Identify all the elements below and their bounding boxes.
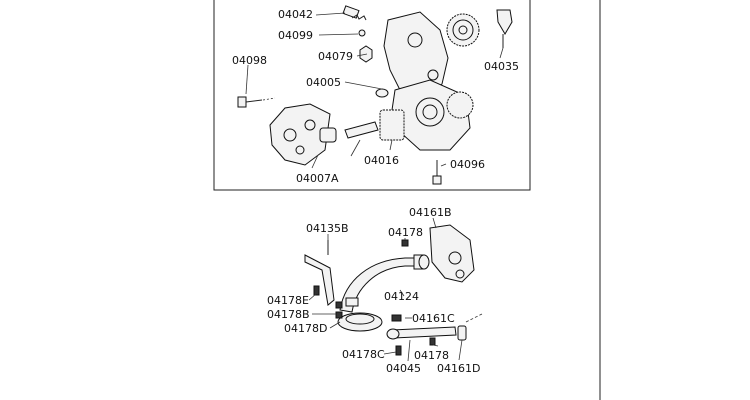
label-04161C: 04161C (412, 312, 455, 325)
label-04035: 04035 (484, 60, 519, 73)
oil-pickup-04161B (418, 224, 475, 283)
label-04135B: 04135B (306, 222, 349, 235)
label-04161B: 04161B (409, 206, 452, 219)
rotor-shaft-04016 (344, 109, 405, 141)
leader-lines-lower (308, 217, 463, 362)
label-04099: 04099 (278, 29, 313, 42)
strainer-bracket-04135B (304, 240, 335, 306)
label-04161D: 04161D (437, 362, 480, 375)
label-04016: 04016 (364, 154, 399, 167)
label-04124: 04124 (384, 290, 419, 303)
oil-tube-04045 (386, 313, 483, 341)
pump-cover-04007A (269, 103, 337, 166)
label-04178D: 04178D (284, 322, 327, 335)
label-04005: 04005 (306, 76, 341, 89)
frame (213, 0, 601, 400)
leader-lines-upper (245, 12, 504, 169)
label-04098: 04098 (232, 54, 267, 67)
label-04178E: 04178E (267, 294, 309, 307)
label-04007A: 04007A (296, 172, 339, 185)
drive-gear (446, 13, 480, 119)
bolt-04098 (237, 96, 276, 108)
label-04178B: 04178B (267, 308, 310, 321)
label-04079: 04079 (318, 50, 353, 63)
drive-shaft (496, 9, 513, 48)
oil-strainer-pipe-04124 (337, 254, 425, 332)
label-04042: 04042 (278, 8, 313, 21)
label-04178-bottom: 04178 (414, 349, 449, 362)
label-04045: 04045 (386, 362, 421, 375)
label-04096: 04096 (450, 158, 485, 171)
bolt-04096 (432, 160, 442, 185)
part-number-labels: 04042 04099 04079 04098 04005 04035 0401… (232, 8, 519, 375)
label-04178-top: 04178 (388, 226, 423, 239)
label-04178C: 04178C (342, 348, 385, 361)
